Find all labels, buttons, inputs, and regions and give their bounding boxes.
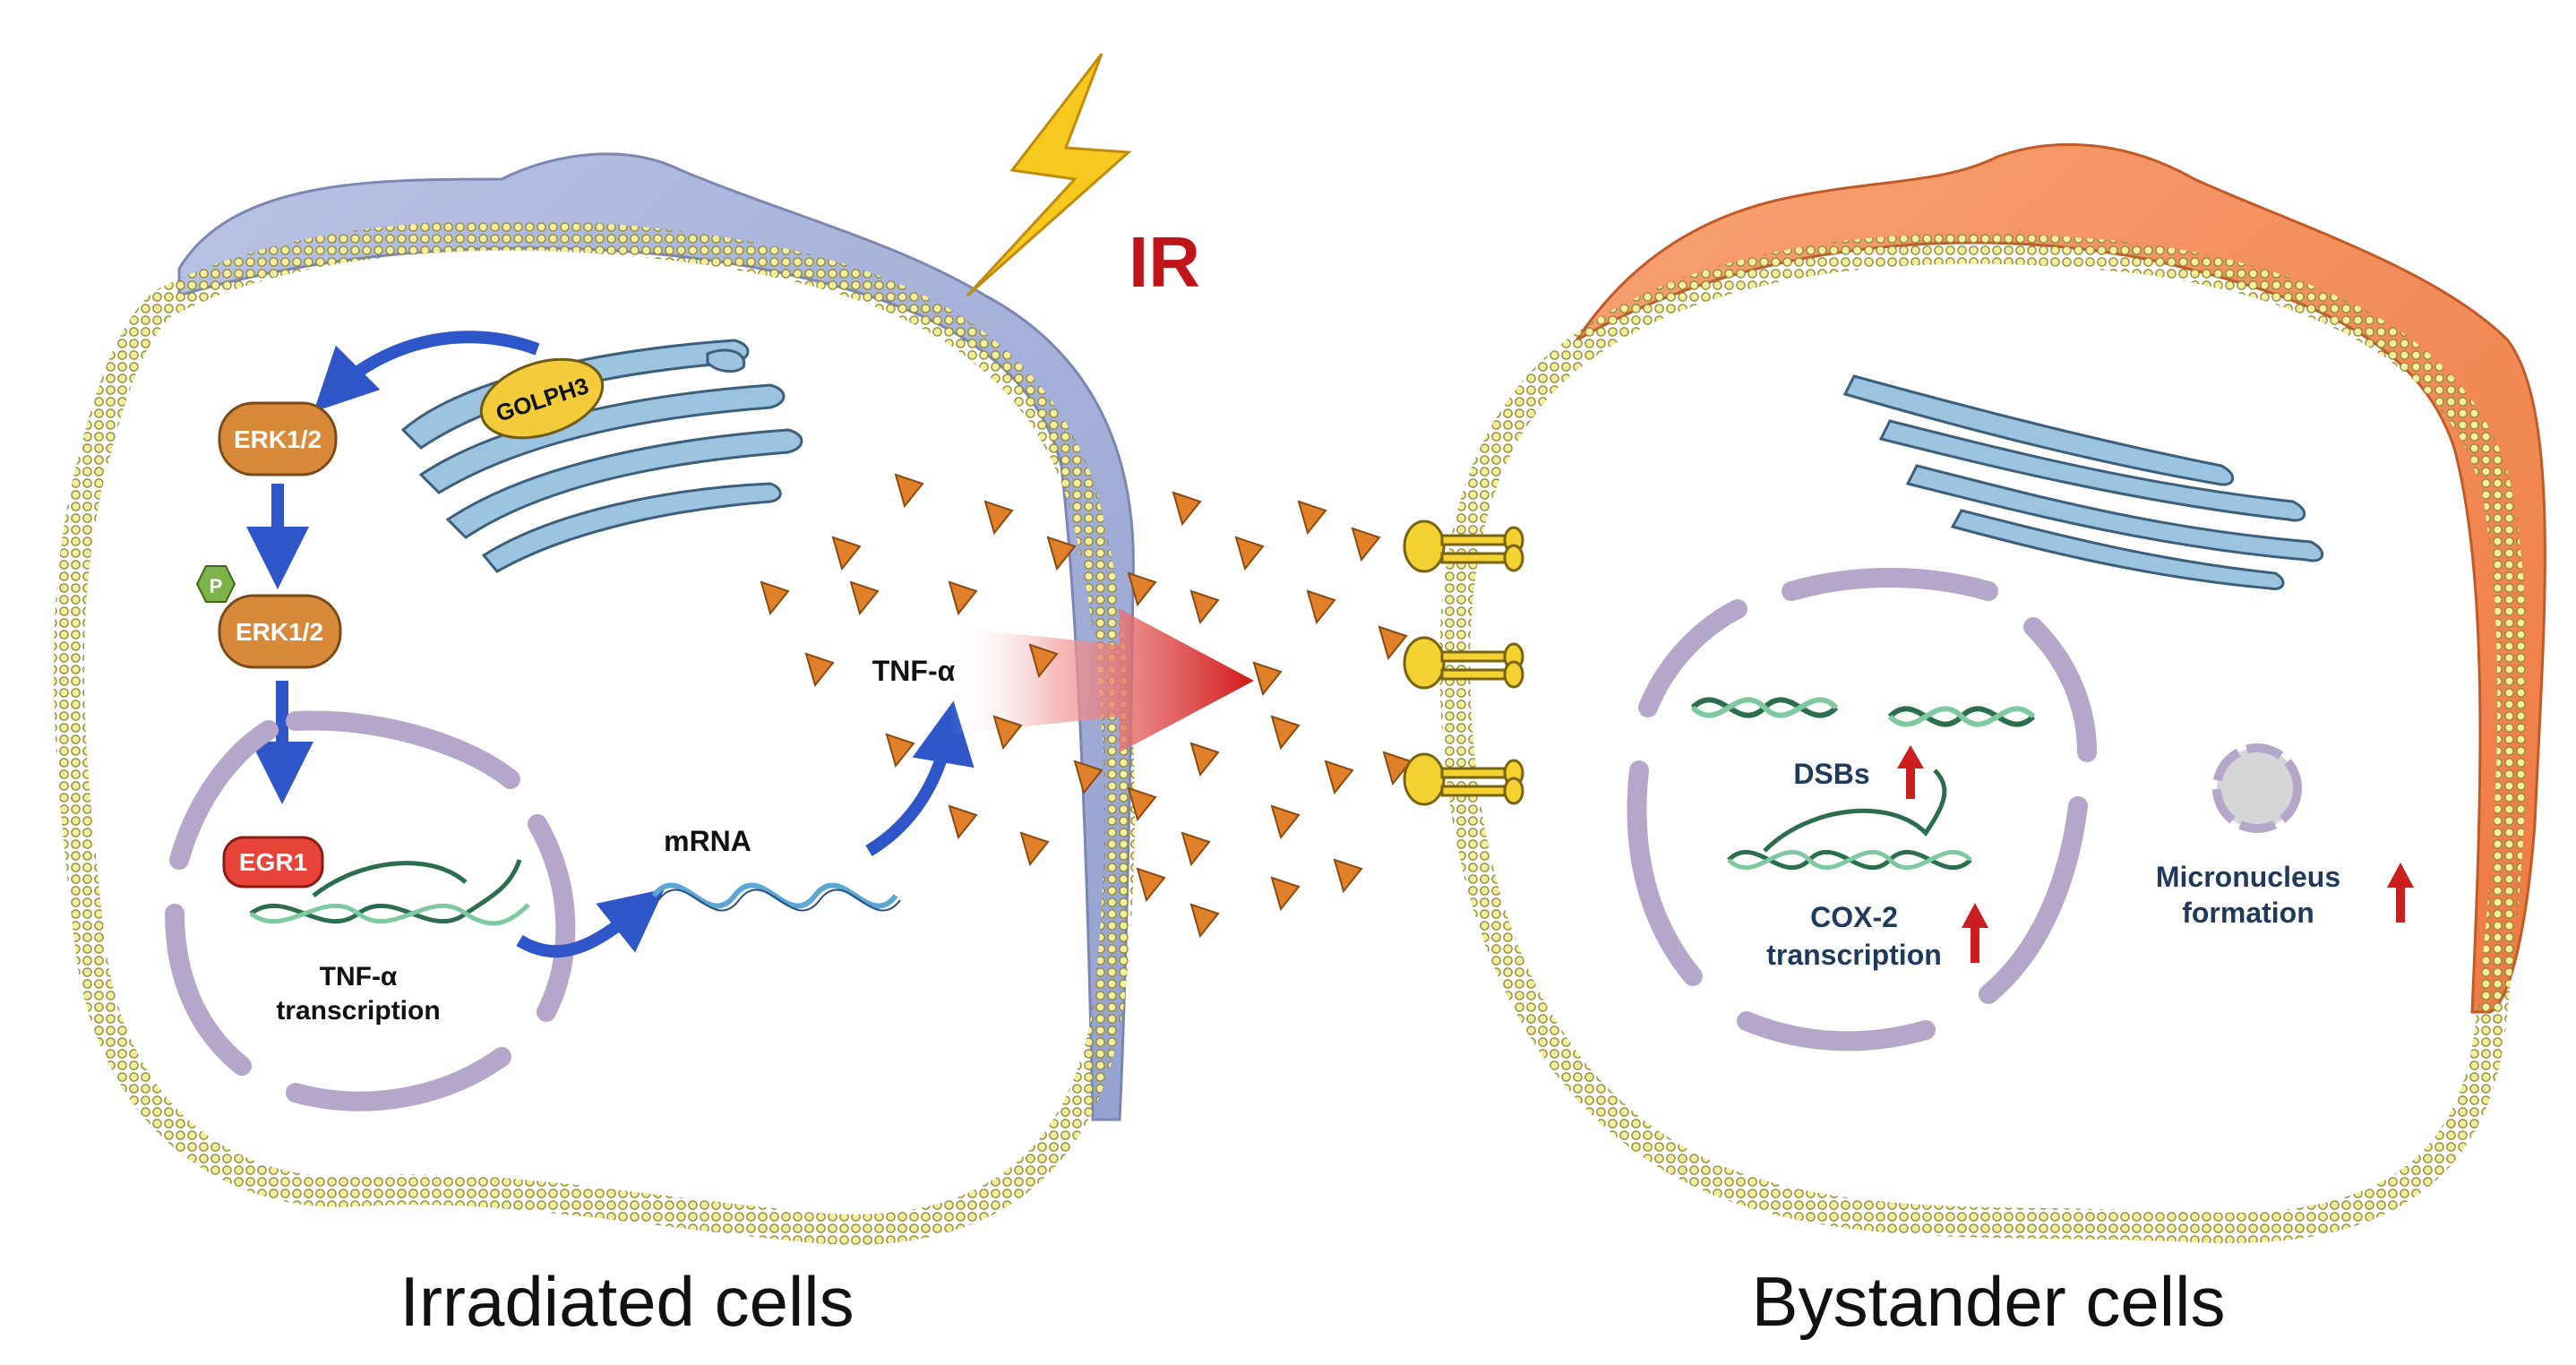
micronucleus-up-arrow xyxy=(2387,863,2414,923)
dsbs-up-arrow xyxy=(1897,745,1924,799)
erk-label: ERK1/2 xyxy=(234,425,322,453)
phospho-erk-label: ERK1/2 xyxy=(236,618,323,646)
arrow-nucleus-to-mrna xyxy=(516,889,665,958)
cox2-up-arrow xyxy=(1962,903,1988,963)
irradiated-cell-membrane xyxy=(53,219,1135,1245)
secretion-arrow xyxy=(949,609,1254,752)
irradiated-cell: GOLPH3 ERK1/2 ERK1/2 P EGR1 xyxy=(53,152,1135,1245)
bystander-golgi xyxy=(1842,374,2323,590)
cox2-label-line2: transcription xyxy=(1766,939,1942,971)
dna-helix-irradiated xyxy=(249,859,530,926)
phosphate-tag xyxy=(195,565,236,603)
tnf-label: TNF-α xyxy=(872,655,956,687)
micronucleus xyxy=(2212,743,2302,833)
tnf-transcription-line2: transcription xyxy=(276,996,440,1026)
phospho-erk-protein: ERK1/2 P xyxy=(195,565,342,669)
golgi-apparatus xyxy=(400,339,803,573)
cox2-label-line1: COX-2 xyxy=(1810,901,1898,933)
arrow-mrna-to-tnf xyxy=(865,700,975,857)
tnf-receptors xyxy=(1403,519,1524,806)
bystander-cell-membrane xyxy=(1439,233,2529,1243)
dna-helix-bystander xyxy=(1727,768,1972,871)
mrna-strand-shadow xyxy=(657,889,901,912)
dna-broken-left xyxy=(1690,697,1839,718)
bystander-cell: DSBs COX-2 transcription Micronucleus fo… xyxy=(1403,142,2546,1243)
bystander-caption: Bystander cells xyxy=(1752,1262,2226,1341)
mrna-label: mRNA xyxy=(664,825,751,857)
mrna-strand xyxy=(651,882,898,909)
dsbs-label: DSBs xyxy=(1793,758,1869,790)
egr1-label: EGR1 xyxy=(239,848,307,876)
lightning-bolt-icon xyxy=(966,53,1132,297)
tnf-particles xyxy=(760,473,1413,939)
ir-label: IR xyxy=(1129,222,1200,302)
arrow-golph3-to-erk xyxy=(313,331,540,412)
golph3-protein: GOLPH3 xyxy=(479,357,605,440)
receptor-3 xyxy=(1403,752,1524,806)
irradiated-nucleus xyxy=(165,710,576,1112)
micronucleus-label-line1: Micronucleus xyxy=(2156,861,2340,893)
egr1-protein: EGR1 xyxy=(222,836,324,889)
receptor-1 xyxy=(1403,519,1524,573)
erk-protein: ERK1/2 xyxy=(218,401,338,476)
bystander-nucleus xyxy=(1627,568,2097,1052)
dna-broken-right xyxy=(1887,706,2036,727)
irradiated-caption: Irradiated cells xyxy=(399,1262,854,1341)
tnf-transcription-line1: TNF-α xyxy=(320,962,398,992)
micronucleus-label-line2: formation xyxy=(2182,897,2314,929)
phosphate-label: P xyxy=(210,575,223,597)
receptor-2 xyxy=(1403,636,1524,690)
